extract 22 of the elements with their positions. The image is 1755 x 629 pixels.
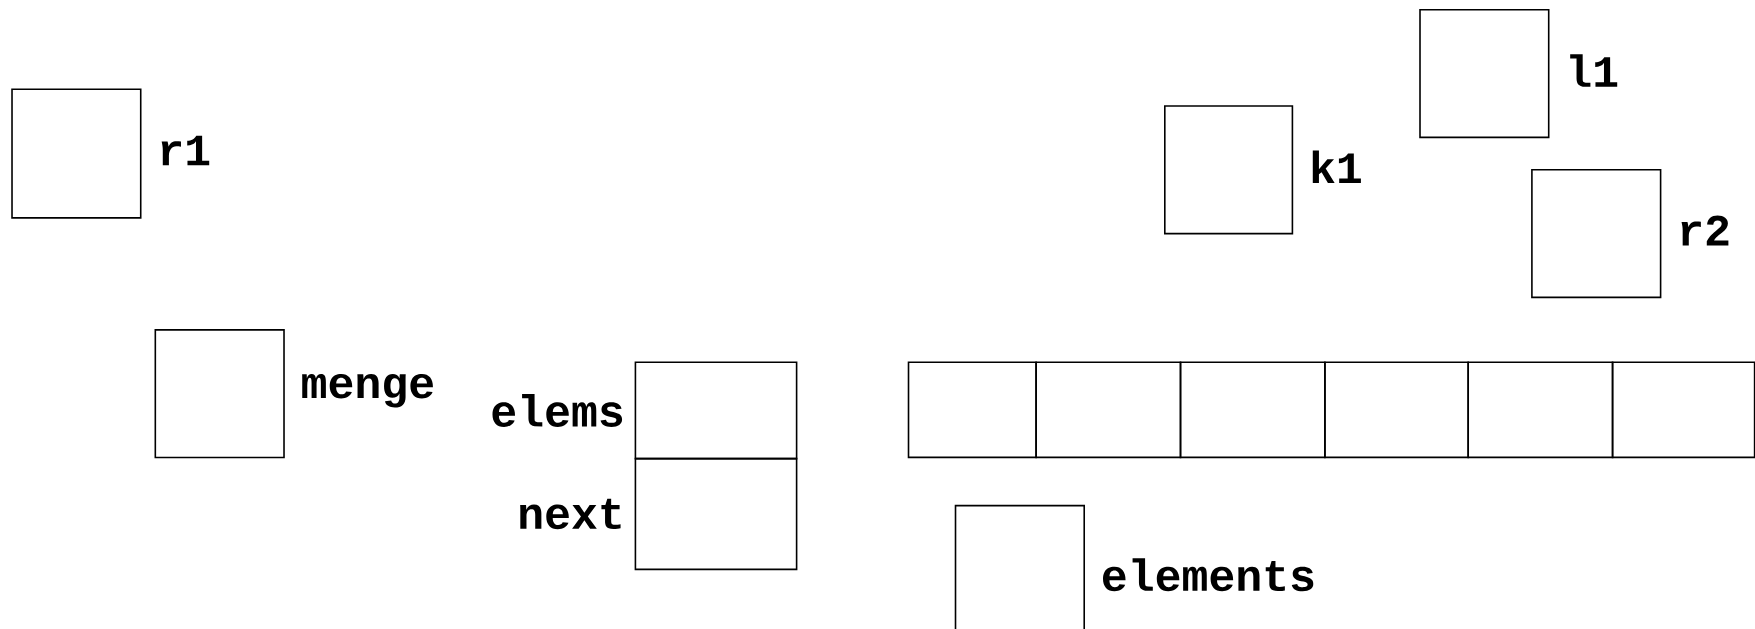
variable-label: elems — [492, 394, 623, 427]
variable-label: next — [520, 498, 621, 530]
variable-label: k1 — [1312, 150, 1361, 184]
array-cell — [1611, 361, 1755, 459]
variable-box — [1531, 169, 1662, 299]
variable-label: r2 — [1681, 215, 1729, 246]
field-box — [634, 361, 798, 460]
variable-box — [154, 329, 285, 459]
variable-label: r1 — [161, 135, 210, 166]
field-box — [634, 457, 798, 571]
array-cell — [907, 361, 1037, 459]
variable-box — [1419, 9, 1550, 139]
array-cell — [1179, 361, 1326, 459]
array-cell — [1035, 361, 1182, 459]
variable-box — [954, 504, 1085, 629]
array-cell — [1467, 361, 1614, 459]
array-cell — [1324, 361, 1469, 459]
variable-label: menge — [302, 373, 433, 408]
variable-label: elements — [1103, 558, 1314, 592]
variable-label: l1 — [1570, 54, 1618, 87]
variable-box — [11, 88, 142, 219]
variable-box — [1164, 105, 1294, 235]
